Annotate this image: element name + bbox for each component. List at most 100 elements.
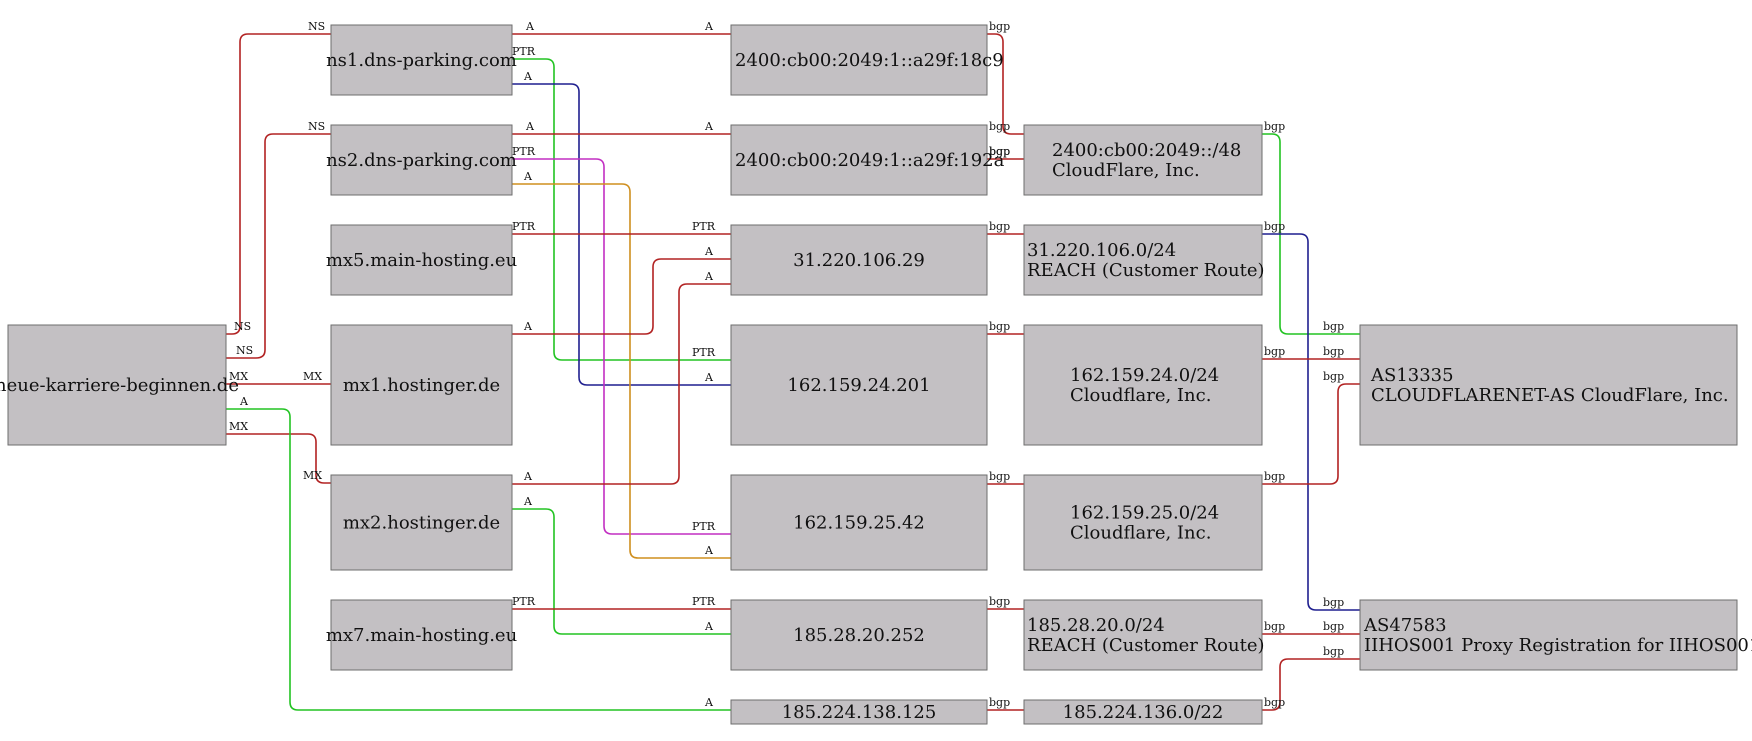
edge-label-start-mx2-ip185a: A <box>523 495 533 508</box>
node-ip162b[interactable]: 162.159.25.42 <box>730 474 988 571</box>
node-box-ip185b <box>730 699 988 725</box>
edge-label-start-mx1-ip31: A <box>523 320 533 333</box>
edge-label-end-mx2-ip185a: A <box>704 620 714 633</box>
edge-label-end-ip6b-pfx6: bgp <box>989 145 1010 158</box>
node-label-pfx185a-line1: REACH (Customer Route) <box>1027 635 1265 656</box>
edge-label-end-domain-mx2: MX <box>303 469 322 482</box>
node-ip6a[interactable]: 2400:cb00:2049:1::a29f:18c9 <box>730 24 1004 96</box>
node-label-domain-line0: neue-karriere-beginnen.de <box>0 375 239 396</box>
node-box-domain <box>7 324 227 446</box>
node-label-pfx162a-line0: 162.159.24.0/24 <box>1070 365 1219 386</box>
node-mx5[interactable]: mx5.main-hosting.eu <box>326 224 517 296</box>
edge-label-start-pfx162a-as13335: bgp <box>1264 345 1285 358</box>
node-mx1[interactable]: mx1.hostinger.de <box>330 324 513 446</box>
edge-label-end-ns2-ip6b: A <box>704 120 714 133</box>
node-box-ip6a <box>730 24 988 96</box>
node-label-pfx162b-line1: Cloudflare, Inc. <box>1070 523 1211 544</box>
edge-label-end-mx2-ip31: A <box>704 270 714 283</box>
edge-label-end-domain-ip185b: A <box>704 696 714 709</box>
edge-label-start-mx5-ip31: PTR <box>512 220 536 233</box>
edge-label-end-ns2-ip162b: A <box>704 544 714 557</box>
node-label-as47583-line0: AS47583 <box>1363 615 1447 636</box>
node-box-mx2 <box>330 474 513 571</box>
edge-pfx31-to-as47583 <box>1262 233 1360 611</box>
edge-ns1-to-ip162a <box>512 58 731 361</box>
node-box-pfx162a <box>1023 324 1263 446</box>
edge-pfx185b-to-as47583 <box>1262 658 1360 711</box>
node-label-ip6a-line0: 2400:cb00:2049:1::a29f:18c9 <box>735 50 1004 71</box>
node-box-ip6b <box>730 124 988 196</box>
node-box-mx5 <box>330 224 513 296</box>
edge-mx1-to-ip31 <box>512 258 731 335</box>
edge-domain-to-ns1 <box>226 33 331 335</box>
edge-label-start-ns2-ip162b: PTR <box>512 145 536 158</box>
node-label-mx5-line0: mx5.main-hosting.eu <box>326 250 517 271</box>
node-mx7[interactable]: mx7.main-hosting.eu <box>326 599 517 671</box>
node-box-pfx185b <box>1023 699 1263 725</box>
edge-label-end-pfx162b-as13335: bgp <box>1323 370 1344 383</box>
node-label-pfx162b-line0: 162.159.25.0/24 <box>1070 503 1219 524</box>
edge-mx2-to-ip185a <box>512 508 731 635</box>
node-ip6b[interactable]: 2400:cb00:2049:1::a29f:192a <box>730 124 1005 196</box>
node-label-as47583-line1: IIHOS001 Proxy Registration for IIHOS001 <box>1364 635 1752 656</box>
node-ns2[interactable]: ns2.dns-parking.com <box>326 124 517 196</box>
node-pfx185b[interactable]: 185.224.136.0/22 <box>1023 699 1263 725</box>
edge-ip6a-to-pfx6 <box>987 33 1024 135</box>
node-label-ip6b-line0: 2400:cb00:2049:1::a29f:192a <box>735 150 1005 171</box>
edge-label-end-pfx31-as47583: bgp <box>1323 596 1344 609</box>
edge-label-start-ip185a-pfx185a: bgp <box>989 595 1010 608</box>
node-label-pfx6-line0: 2400:cb00:2049::/48 <box>1052 140 1241 161</box>
node-box-ns2 <box>330 124 513 196</box>
node-box-as13335 <box>1359 324 1738 446</box>
node-box-as47583 <box>1359 599 1738 671</box>
edge-label-end-mx5-ip31: PTR <box>692 220 716 233</box>
edge-domain-to-ns2 <box>226 133 331 359</box>
node-ip185b[interactable]: 185.224.138.125 <box>730 699 988 725</box>
node-ip31[interactable]: 31.220.106.29 <box>730 224 988 296</box>
edge-label-end-ip6a-pfx6: bgp <box>989 120 1010 133</box>
edge-label-start-pfx185a-as47583: bgp <box>1264 620 1285 633</box>
edge-label-start-domain-mx1: MX <box>229 370 248 383</box>
edge-label-end-ns1-ip162a: A <box>704 371 714 384</box>
node-label-pfx185b-line0: 185.224.136.0/22 <box>1063 702 1224 723</box>
node-label-mx1-line0: mx1.hostinger.de <box>343 375 500 396</box>
node-label-pfx31-line0: 31.220.106.0/24 <box>1027 240 1176 261</box>
node-label-mx7-line0: mx7.main-hosting.eu <box>326 625 517 646</box>
node-domain[interactable]: neue-karriere-beginnen.de <box>0 324 239 446</box>
node-label-ip162a-line0: 162.159.24.201 <box>787 375 930 396</box>
node-ns1[interactable]: ns1.dns-parking.com <box>326 24 517 96</box>
edge-label-start-ip185b-pfx185b: bgp <box>989 696 1010 709</box>
edge-domain-to-mx2 <box>226 433 331 484</box>
node-label-ip185b-line0: 185.224.138.125 <box>782 702 937 723</box>
edge-label-end-pfx185b-as47583: bgp <box>1323 645 1344 658</box>
node-ip162a[interactable]: 162.159.24.201 <box>730 324 988 446</box>
node-box-pfx31 <box>1023 224 1263 296</box>
node-label-mx2-line0: mx2.hostinger.de <box>343 513 500 534</box>
node-mx2[interactable]: mx2.hostinger.de <box>330 474 513 571</box>
edge-label-start-domain-ns2: NS <box>236 344 253 357</box>
edge-label-start-ip6a-pfx6: bgp <box>989 20 1010 33</box>
edge-ns2-to-ip162b <box>512 183 731 559</box>
node-label-as13335-line1: CLOUDFLARENET-AS CloudFlare, Inc. <box>1371 385 1729 406</box>
edge-label-start-pfx31-as47583: bgp <box>1264 220 1285 233</box>
edge-label-start-ip162b-pfx162b: bgp <box>989 470 1010 483</box>
edge-ns2-to-ip162b <box>512 158 731 535</box>
edge-label-end-domain-ns1: NS <box>308 20 325 33</box>
edge-label-start-domain-mx2: MX <box>229 420 248 433</box>
edge-label-start-ns1-ip6a: A <box>525 20 535 33</box>
node-ip185a[interactable]: 185.28.20.252 <box>730 599 988 671</box>
node-label-pfx162a-line1: Cloudflare, Inc. <box>1070 385 1211 406</box>
node-label-ip31-line0: 31.220.106.29 <box>793 250 925 271</box>
edge-label-start-pfx185b-as47583: bgp <box>1264 696 1285 709</box>
node-label-ns1-line0: ns1.dns-parking.com <box>326 50 517 71</box>
edge-pfx162b-to-as13335 <box>1262 383 1360 485</box>
node-box-ip185a <box>730 599 988 671</box>
